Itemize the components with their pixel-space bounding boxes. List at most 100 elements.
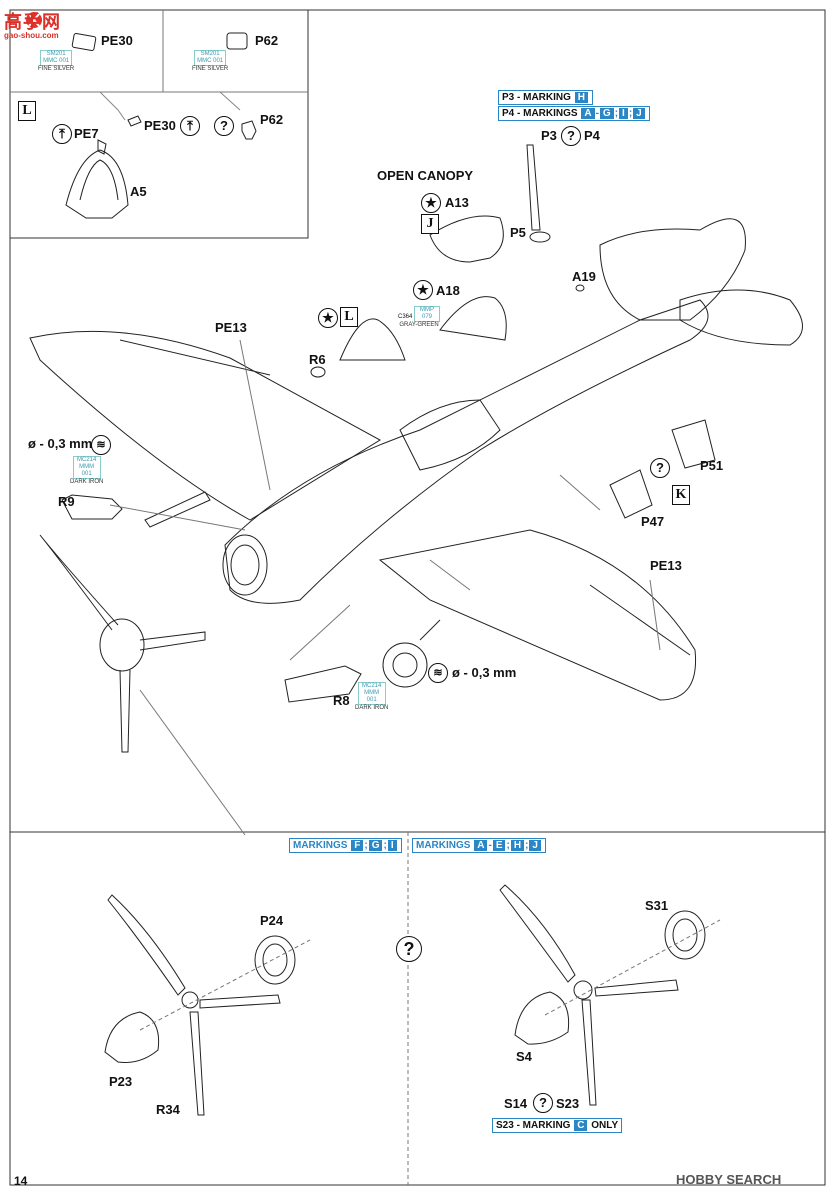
paint-dark-iron-left: MC214 MMM 001 DARK IRON [70,456,103,486]
open-canopy-title: OPEN CANOPY [377,168,474,183]
label-a13: A13 [445,195,469,210]
label-pe30-inset: PE30 [144,118,176,133]
marking-box: G [368,840,383,851]
label-r9: R9 [58,494,75,509]
paint-code1: C364 [398,314,413,320]
markings-right-text: MARKINGS [416,840,471,851]
label-p47: P47 [641,514,665,529]
marking-box: A [581,108,595,119]
label-p62-top: P62 [255,33,279,48]
label-p62-inset: P62 [260,112,284,127]
page-number: 14 [14,1174,28,1188]
label-p3: P3 [541,128,557,143]
label-p4: P4 [584,128,600,143]
label-a18: A18 [436,283,460,298]
marking-box: I [387,840,397,851]
label-pe13-left: PE13 [215,320,247,335]
watermark-top-chars: 高手网 [4,12,61,33]
watermark-top: 高手网 gao-shou.com [4,8,61,40]
paint-name: GRAY-GREEN [399,322,439,328]
s23-only-text: ONLY [591,1120,619,1131]
question-icon-center: ? [396,936,422,962]
watermark-top-domain: gao-shou.com [4,31,59,40]
paint-code2: MMP 079 [414,306,441,322]
paint-code: SM201 MMC 001 [40,50,73,66]
paint-fine-silver-right: SM201 MMC 001 FINE SILVER [192,50,228,73]
marking-box: E [492,840,506,851]
paint-code: MC214 MMM 001 [72,456,101,479]
label-a19: A19 [572,269,596,284]
label-s14: S14 [504,1096,528,1111]
s23-marking-text: S23 - MARKING [496,1120,571,1131]
marking-sep: ; [628,108,633,119]
s23-marking-tag: S23 - MARKING C ONLY [492,1118,623,1133]
paint-name: DARK IRON [70,479,104,485]
label-s31: S31 [645,898,669,913]
marking-tag-p4: P4 - MARKINGS A-G;I;J [498,106,650,121]
question-icon-p3p4: ? [561,126,581,146]
label-p23: P23 [109,1074,133,1089]
marking-box: A [474,840,488,851]
step-box-k: K [672,485,690,505]
label-r34: R34 [156,1102,180,1117]
paint-code: MC214 MMM 001 [357,682,386,705]
label-s4: S4 [516,1049,532,1064]
step-box-l: L [340,307,358,327]
label-r6: R6 [309,352,326,367]
marking-p4-text: P4 - MARKINGS [502,108,578,119]
label-p5: P5 [510,225,526,240]
label-r8: R8 [333,693,350,708]
drill-icon-left: ≋ [91,435,111,455]
marking-box: G [599,108,614,119]
label-thickness-right: ø - 0,3 mm [452,665,517,680]
paint-name: FINE SILVER [192,66,229,72]
marking-sep: - [488,840,492,851]
question-icon-p47: ? [650,458,670,478]
markings-left-text: MARKINGS [293,840,348,851]
marking-box: F [351,840,364,851]
label-s23: S23 [556,1096,580,1111]
star-icon-a13: ★ [421,193,441,213]
label-p24: P24 [260,913,284,928]
step-box-j: J [421,214,439,234]
label-p51: P51 [700,458,724,473]
paint-gray-green: C364 MMP 079 GRAY-GREEN [398,306,441,329]
star-icon-l: ★ [318,308,338,328]
marking-box: J [529,840,541,851]
marking-box: H [510,840,525,851]
marking-box: J [633,108,645,119]
markings-tag-left: MARKINGS F;G;I [289,838,402,853]
watermark-bottom-text: HOBBY SEARCH [676,1172,782,1187]
label-thickness-left: ø - 0,3 mm [28,436,93,451]
paint-code: SM201 MMC 001 [194,50,227,66]
label-pe13-right: PE13 [650,558,682,573]
markings-tag-right: MARKINGS A-E;H;J [412,838,546,853]
paint-name: FINE SILVER [38,66,75,72]
marking-sep: - [595,108,599,119]
marking-sep: ; [364,840,368,851]
star-icon-a18: ★ [413,280,433,300]
marking-tag-p3: P3 - MARKING H [498,90,593,105]
marking-sep: ; [506,840,510,851]
question-icon-inset: ? [214,116,234,136]
watermark-bottom: HOBBY SEARCH [676,1172,781,1187]
marking-box: I [619,108,628,119]
question-icon-s14: ? [533,1093,553,1113]
marking-p3-text: P3 - MARKING [502,92,571,103]
drill-icon-right: ≋ [428,663,448,683]
label-pe7: PE7 [74,126,99,141]
label-a5: A5 [130,184,147,199]
label-pe30-top: PE30 [101,33,133,48]
fold-icon-pe7: ⤒ [52,124,72,144]
fold-icon-pe30: ⤒ [180,116,200,136]
marking-sep: ; [383,840,387,851]
marking-box: H [574,92,588,103]
marking-box: C [574,1120,588,1131]
marking-sep: ; [614,108,619,119]
step-letter-box: L [18,101,36,121]
paint-name: DARK IRON [355,705,389,711]
marking-sep: ; [525,840,529,851]
paint-dark-iron-right: MC214 MMM 001 DARK IRON [355,682,388,712]
paint-fine-silver-left: SM201 MMC 001 FINE SILVER [38,50,74,73]
